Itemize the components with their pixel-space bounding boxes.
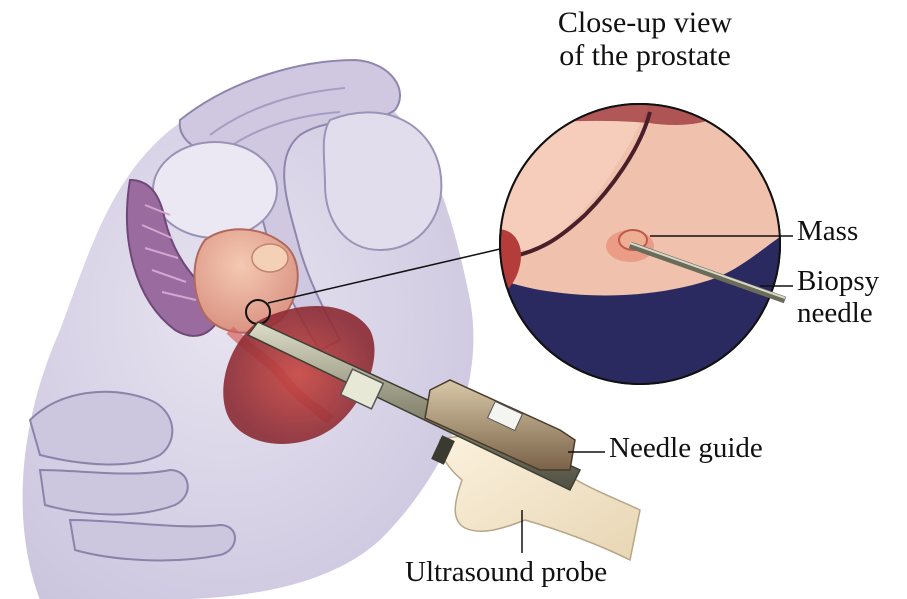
biopsy-needle-label: Biopsy needle [797,266,879,330]
needle-guide-label: Needle guide [609,433,763,465]
closeup-vessel [520,100,730,115]
bladder [153,142,277,238]
closeup-title-line2: of the prostate [520,39,770,72]
seminal-vesicle [252,244,288,272]
scrotum [324,112,442,250]
closeup-title-line1: Close-up view [520,6,770,39]
mass-label: Mass [797,216,858,248]
ultrasound-probe-label: Ultrasound probe [405,557,607,589]
closeup-title: Close-up view of the prostate [520,6,770,72]
biopsy-label-line2: needle [797,298,879,330]
biopsy-label-line1: Biopsy [797,266,879,298]
